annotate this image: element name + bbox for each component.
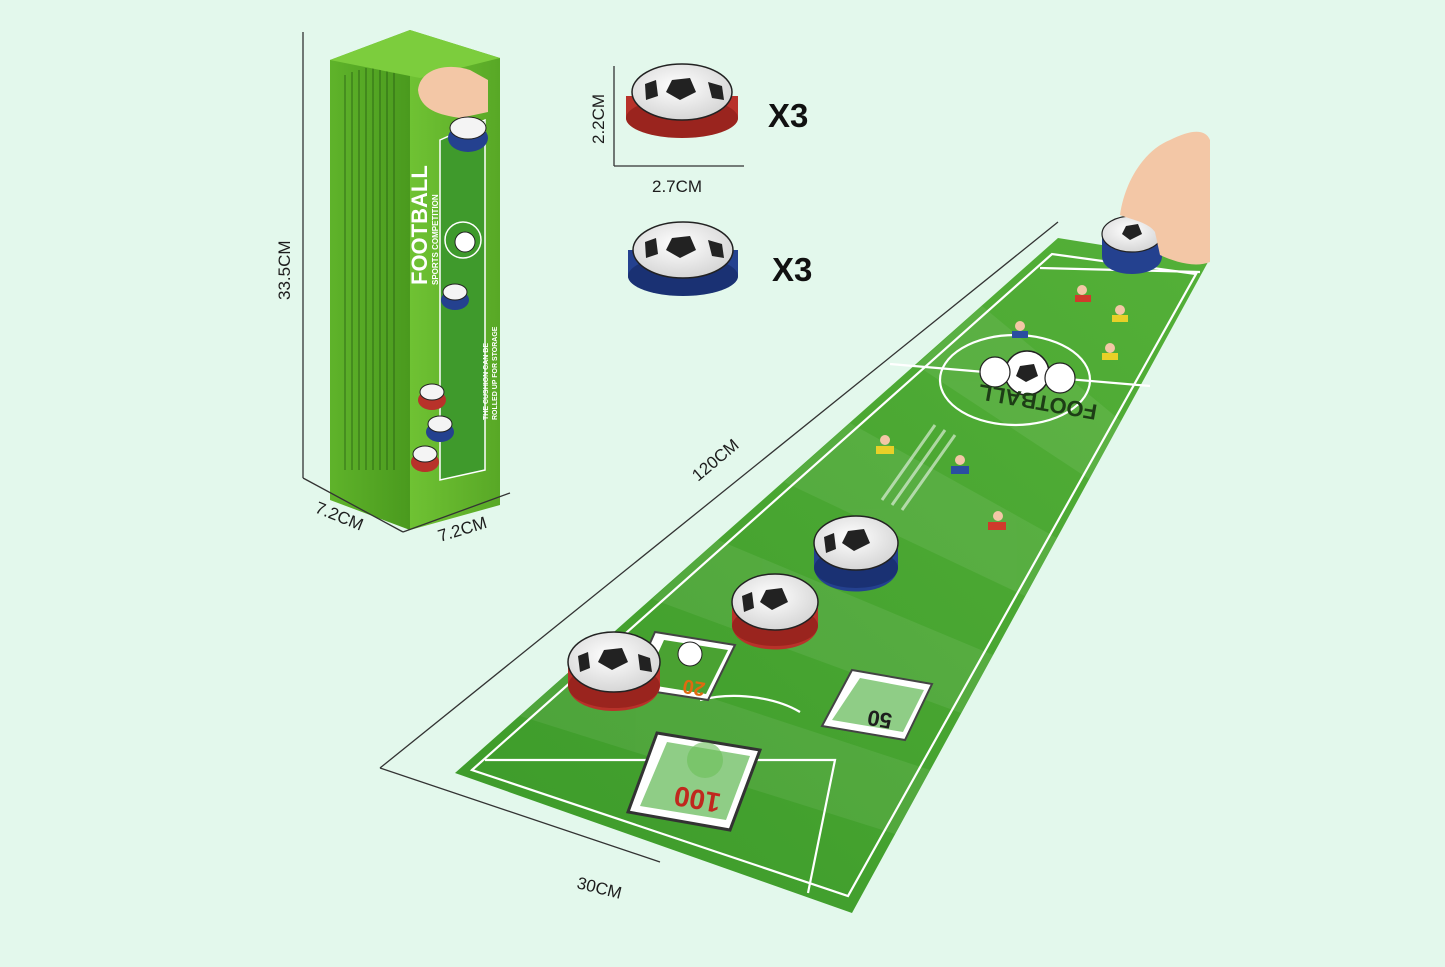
- box-note-line2: ROLLED UP FOR STORAGE: [492, 326, 499, 420]
- box-height-label: 33.5CM: [275, 240, 294, 300]
- game-mat: FOOTBALL 20 50: [455, 215, 1208, 913]
- blue-puck: [628, 221, 738, 296]
- puck-diameter-label: 2.7CM: [652, 177, 702, 196]
- mat-dimension-lines: [379, 221, 1059, 863]
- mat-width-label: 30CM: [575, 873, 624, 902]
- box-subtitle: SPORTS COMPETITION: [431, 194, 440, 285]
- mat-red-puck-2: [731, 573, 819, 650]
- red-puck-count: X3: [768, 97, 808, 134]
- red-puck: [626, 63, 738, 138]
- puck-height-label: 2.2CM: [589, 94, 608, 144]
- red-puck-legend: 2.2CM 2.7CM X3: [589, 63, 808, 196]
- box-blue-puck: [448, 116, 488, 152]
- score-card-20-label: 20: [681, 674, 707, 700]
- mat-blue-puck-hand: [1101, 215, 1163, 274]
- blue-puck-legend: X3: [628, 221, 812, 296]
- mat-red-puck-1: [567, 631, 661, 711]
- blue-puck-count: X3: [772, 251, 812, 288]
- score-card-50-label: 50: [865, 705, 893, 734]
- product-box: FOOTBALL SPORTS COMPETITION THE CUSHION …: [330, 30, 500, 530]
- hand-illustration: [1120, 131, 1210, 265]
- mat-blue-puck-flying: [813, 515, 899, 592]
- mat-players: [876, 285, 1128, 530]
- box-title: FOOTBALL: [407, 165, 432, 285]
- box-dimension-lines: [302, 32, 511, 533]
- score-card-100: 100: [625, 731, 763, 832]
- score-card-50: 50: [820, 668, 934, 742]
- mat-length-label: 120CM: [688, 435, 742, 485]
- box-note-line1: THE CUSHION CAN BE: [483, 343, 490, 420]
